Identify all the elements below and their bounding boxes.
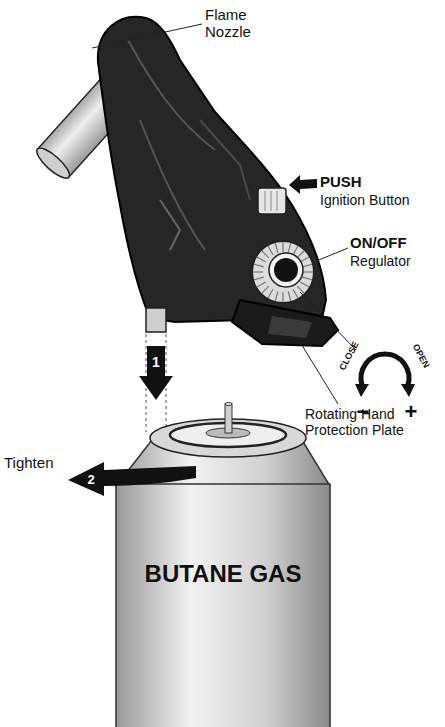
leader-line: [92, 24, 202, 48]
leader-line: [300, 342, 338, 404]
regulator-knob: [252, 241, 314, 303]
part-label: ON/OFF: [350, 234, 407, 251]
part-label: Regulator: [350, 253, 411, 269]
push-arrow: [289, 175, 317, 194]
connector-stem: [146, 308, 166, 332]
leader-line: [314, 248, 348, 262]
direction-sign: +: [405, 399, 418, 424]
ignition-button: [258, 188, 286, 214]
torch-body: [98, 17, 326, 322]
can-text: BUTANE GAS: [116, 560, 330, 588]
gas-can-label: BUTANE GAS: [116, 560, 330, 588]
callout-number: 2: [87, 473, 94, 488]
step-arrow: [139, 346, 173, 400]
step-label: Tighten: [4, 454, 53, 471]
leader-line: [300, 292, 356, 350]
part-label: Rotating Hand Protection Plate: [305, 406, 437, 438]
tighten-arrow: [68, 462, 196, 496]
direction-label: OPEN: [410, 342, 431, 369]
part-label: Flame Nozzle: [205, 6, 285, 41]
callout-number: 1: [152, 354, 160, 370]
part-label: Ignition Button: [320, 192, 410, 208]
part-label: PUSH: [320, 173, 362, 190]
gas-can: [116, 403, 330, 727]
direction-label: CLOSE: [337, 340, 361, 372]
rotation-arc: [361, 354, 409, 386]
hand-protection-plate: [232, 300, 338, 346]
